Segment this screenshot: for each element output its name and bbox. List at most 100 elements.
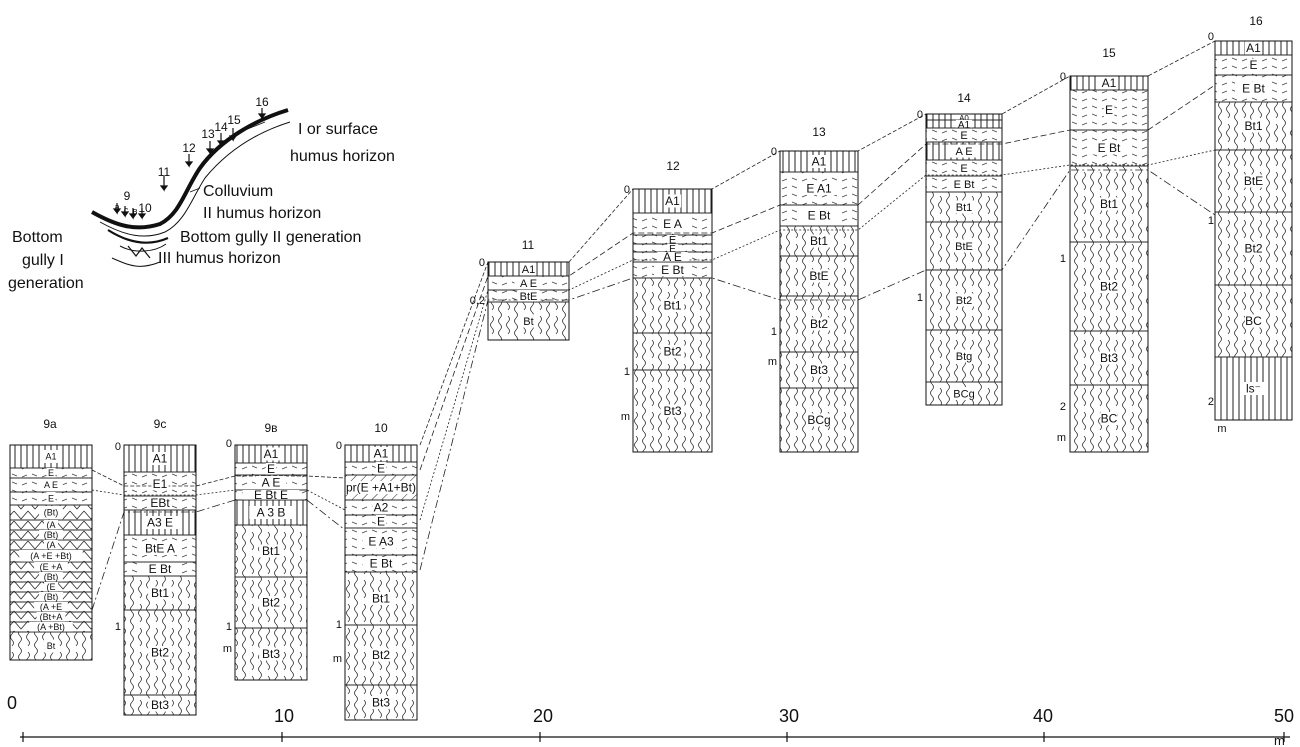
horizon-label-bg bbox=[44, 639, 58, 653]
horizon-label: A1 bbox=[264, 447, 279, 461]
horizon-label: E Bt E bbox=[254, 488, 288, 502]
horizon-label-bg bbox=[955, 120, 973, 128]
second-humus-label: II humus horizon bbox=[203, 205, 322, 222]
horizon-label: E Bt bbox=[1242, 82, 1265, 96]
horizon-label: Bt1 bbox=[1244, 119, 1262, 133]
horizon-label-bg bbox=[660, 345, 685, 358]
horizon-label: A1 bbox=[665, 194, 680, 208]
horizon-label-bg bbox=[1100, 76, 1118, 90]
horizon-label-bg bbox=[369, 696, 393, 709]
profile-title: 10 bbox=[374, 421, 388, 435]
horizon-label: Bt2 bbox=[262, 596, 280, 610]
horizon-label-bg bbox=[369, 592, 393, 605]
depth-label: m bbox=[1217, 423, 1226, 435]
horizon-label-bg bbox=[667, 244, 678, 252]
third-humus-label: III humus horizon bbox=[158, 250, 281, 267]
horizon-label: Bt3 bbox=[151, 698, 169, 712]
horizon-label-bg bbox=[955, 114, 973, 120]
inset-profile-number: 11 bbox=[158, 165, 171, 179]
depth-label: 1 bbox=[917, 292, 923, 304]
horizon-label-bg bbox=[520, 262, 537, 276]
horizon-label: E Bt bbox=[661, 263, 684, 277]
horizon-label-bg bbox=[952, 387, 976, 400]
third-humus-layer bbox=[127, 245, 151, 259]
horizon-label: (A +Bt) bbox=[37, 622, 65, 632]
horizon-label: E bbox=[1105, 103, 1113, 117]
horizon-label: E bbox=[267, 462, 275, 476]
horizon-label-bg bbox=[141, 562, 179, 576]
horizon-label-bg bbox=[1103, 103, 1115, 117]
horizon-label-bg bbox=[34, 562, 68, 572]
profile-title: 16 bbox=[1249, 14, 1263, 28]
horizon-label-bg bbox=[44, 520, 58, 530]
horizon-label: (E bbox=[47, 582, 56, 592]
gully-one-bottom bbox=[111, 257, 161, 267]
horizon-label: Bt2 bbox=[663, 345, 681, 359]
horizon-label: Bt1 bbox=[1100, 197, 1118, 211]
horizon-label: A1 bbox=[1246, 41, 1261, 55]
column-frame bbox=[1214, 40, 1293, 421]
surface-horizon-label: humus horizon bbox=[290, 148, 395, 165]
horizon-label-bg bbox=[657, 252, 688, 262]
horizon-label: (E +A bbox=[40, 562, 63, 572]
depth-label: 1 bbox=[1060, 253, 1066, 265]
depth-label: m bbox=[333, 653, 342, 665]
horizon-label-bg bbox=[520, 314, 537, 328]
profile-title: 9в bbox=[264, 421, 277, 435]
x-axis-unit: m bbox=[1274, 733, 1285, 747]
slope-inset bbox=[91, 108, 291, 267]
horizon-label-bg bbox=[151, 452, 169, 465]
horizon-label: pr(E +A1+Bt) bbox=[346, 481, 416, 495]
horizon-label: (A bbox=[47, 520, 56, 530]
x-tick-label: 10 bbox=[274, 706, 294, 726]
horizon-label: (Bt) bbox=[44, 572, 59, 582]
profile-title: 13 bbox=[812, 125, 826, 139]
inset-numbers: 9 10 11 12 13 14 15 16 a c в bbox=[114, 95, 269, 216]
horizon-label-bg bbox=[1244, 41, 1263, 55]
horizon-label: E bbox=[377, 462, 385, 476]
profile-title: 11 bbox=[522, 238, 535, 252]
horizon-label: A E bbox=[663, 250, 682, 264]
depth-label: 1 bbox=[115, 621, 121, 633]
horizon-label-bg bbox=[138, 542, 182, 555]
horizon-label-bg bbox=[259, 544, 283, 558]
horizon-label: E Bt bbox=[808, 209, 831, 223]
horizon-label: (Bt+A bbox=[40, 612, 63, 622]
horizon-label-bg bbox=[1241, 174, 1266, 188]
horizon-label-bg bbox=[44, 540, 58, 550]
horizon-label-bg bbox=[259, 596, 283, 609]
horizon-label: E A1 bbox=[806, 182, 832, 196]
horizon-label: A1 bbox=[812, 155, 827, 169]
profile-title: 14 bbox=[957, 91, 971, 105]
horizon-label-bg bbox=[259, 647, 283, 661]
horizon-label: ls⁻ bbox=[1246, 382, 1261, 396]
x-axis: 0 10 20 30 40 50 m bbox=[7, 693, 1294, 747]
horizon-label: Bt2 bbox=[956, 295, 973, 307]
inset-sub-mark: a bbox=[114, 202, 119, 212]
horizon-label-bg bbox=[39, 478, 63, 492]
horizon-label-bg bbox=[336, 481, 426, 494]
horizon-label: Bt3 bbox=[810, 363, 828, 377]
horizon-label: Bt1 bbox=[372, 592, 390, 606]
inset-profile-number: 15 bbox=[227, 113, 241, 127]
horizon-label: E A3 bbox=[368, 535, 394, 549]
inset-profile-number: 14 bbox=[214, 120, 228, 134]
horizon-label-bg bbox=[800, 209, 838, 222]
horizon-label-bg bbox=[372, 501, 390, 514]
column-frame bbox=[344, 444, 418, 721]
horizon-label: Btg bbox=[956, 351, 973, 363]
horizon-label-bg bbox=[958, 128, 970, 142]
gully-one-label: Bottom bbox=[12, 229, 63, 246]
horizon-label-bg bbox=[660, 404, 685, 418]
horizon-label-bg bbox=[1090, 141, 1128, 155]
horizon-label: BtE bbox=[955, 241, 973, 253]
inset-sub-mark: в bbox=[133, 206, 138, 216]
horizon-label: A E bbox=[262, 476, 281, 490]
horizon-label-bg bbox=[1241, 119, 1266, 133]
horizon-label: Bt bbox=[47, 641, 56, 651]
horizon-label-bg bbox=[369, 648, 393, 662]
profile-titles: 9a 9c 9в 10 11 12 13 14 15 16 bbox=[43, 14, 1263, 435]
